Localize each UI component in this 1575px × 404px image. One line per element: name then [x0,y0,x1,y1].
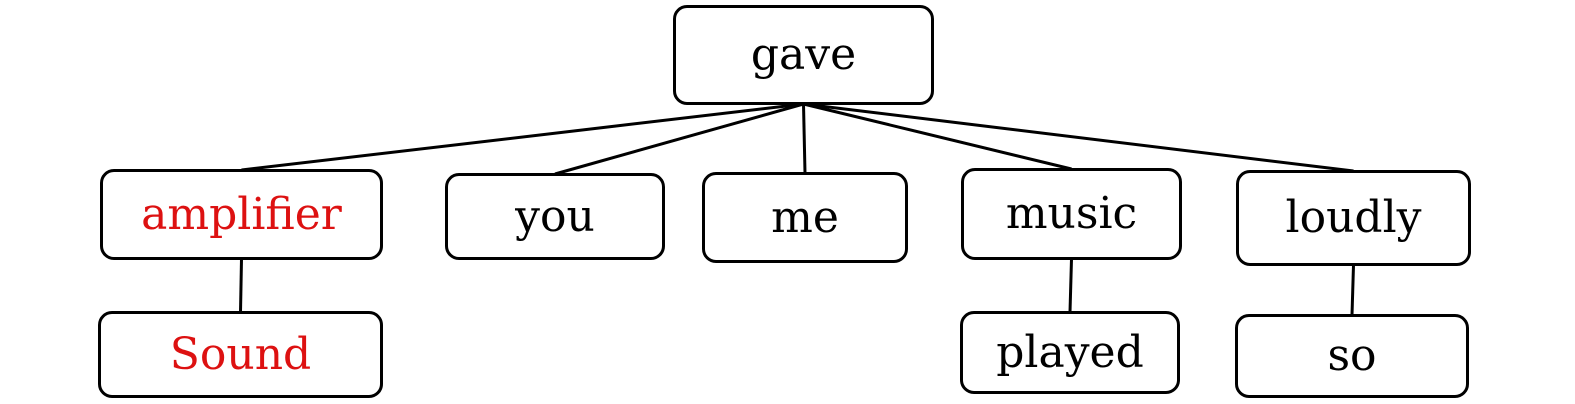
edge-loudly-so [1350,264,1355,316]
node-you: you [445,173,665,260]
edge-gave-loudly [803,102,1354,173]
edge-gave-amplifier [241,102,804,172]
node-gave: gave [673,5,934,105]
edge-amplifier-sound [239,258,243,313]
node-label-amplifier: amplifier [141,188,342,240]
node-amplifier: amplifier [100,169,383,260]
edge-gave-you [554,102,804,176]
node-label-loudly: loudly [1285,192,1422,243]
node-played: played [960,311,1180,394]
node-music: music [961,168,1182,260]
edge-gave-me [802,103,807,174]
node-label-played: played [996,326,1144,378]
node-label-so: so [1327,330,1377,381]
node-loudly: loudly [1236,170,1471,266]
node-sound: Sound [98,311,383,398]
node-label-sound: Sound [169,328,312,380]
node-so: so [1235,314,1469,398]
node-label-gave: gave [750,29,857,80]
node-me: me [702,172,908,263]
node-label-me: me [771,191,839,243]
edge-gave-music [803,102,1072,171]
node-label-you: you [515,190,595,242]
edge-music-played [1068,258,1073,313]
node-label-music: music [1005,188,1138,239]
